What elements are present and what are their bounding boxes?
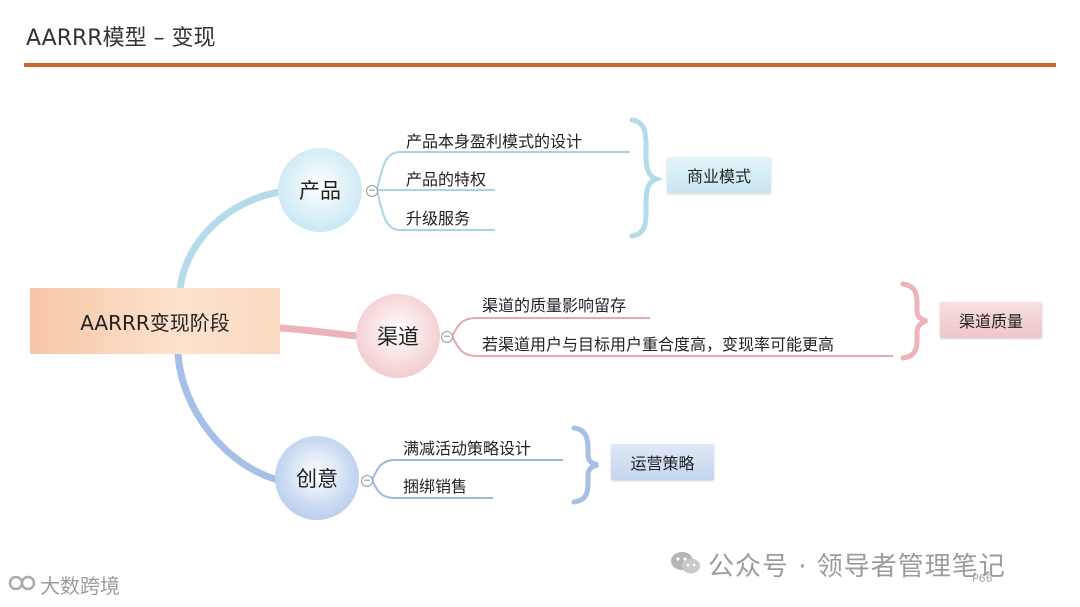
tag-channel-quality: 渠道质量	[940, 302, 1042, 338]
line-creative-item-2	[371, 479, 493, 499]
product-item-1: 产品本身盈利模式的设计	[406, 132, 583, 151]
page-title: AARRR模型 – 变现	[26, 26, 216, 51]
brand-logo-icon	[8, 575, 36, 591]
wechat-icon	[671, 552, 700, 574]
root-node: AARRR变现阶段	[30, 288, 280, 354]
watermark-brand: 大数跨境	[40, 574, 120, 598]
branch-node-creative: 创意	[275, 436, 359, 520]
branch-node-channel: 渠道	[356, 294, 440, 378]
channel-item-1: 渠道的质量影响留存	[482, 296, 627, 315]
channel-item-2: 若渠道用户与目标用户重合度高，变现率可能更高	[482, 335, 835, 354]
product-item-2: 产品的特权	[406, 170, 487, 189]
creative-item-2: 捆绑销售	[403, 477, 468, 496]
line-creative-item-1	[371, 459, 563, 481]
branch-node-product: 产品	[278, 148, 362, 232]
root-node-label: AARRR变现阶段	[80, 310, 230, 335]
brace-creative	[571, 425, 599, 505]
line-channel-item-1	[451, 317, 650, 337]
creative-item-1: 满减活动策略设计	[403, 439, 532, 458]
line-product-item-1	[376, 151, 630, 191]
page-number: P66	[972, 572, 993, 585]
tag-channel-quality-label: 渠道质量	[958, 312, 1023, 331]
product-item-3: 升级服务	[406, 209, 471, 228]
tag-business-model-label: 商业模式	[686, 167, 751, 186]
collapse-toggle-channel[interactable]: −	[441, 331, 453, 343]
line-channel-item-2	[451, 335, 893, 357]
line-product-item-3	[376, 189, 495, 231]
title-divider	[24, 63, 1056, 67]
tag-business-model: 商业模式	[667, 157, 771, 193]
tag-operation-strategy-label: 运营策略	[630, 454, 695, 473]
branch-node-channel-label: 渠道	[377, 325, 419, 349]
connector-root-product	[176, 188, 284, 294]
branch-node-creative-label: 创意	[296, 467, 338, 491]
brace-product	[629, 117, 664, 239]
tag-operation-strategy: 运营策略	[611, 444, 714, 480]
brace-channel	[900, 281, 928, 361]
connector-root-creative	[174, 350, 282, 484]
collapse-toggle-creative[interactable]: −	[361, 475, 373, 487]
collapse-toggle-product[interactable]: −	[366, 185, 378, 197]
watermark-official-account: 公众号 · 领导者管理笔记	[708, 552, 1006, 582]
branch-node-product-label: 产品	[299, 179, 341, 203]
connector-root-channel	[276, 324, 362, 340]
